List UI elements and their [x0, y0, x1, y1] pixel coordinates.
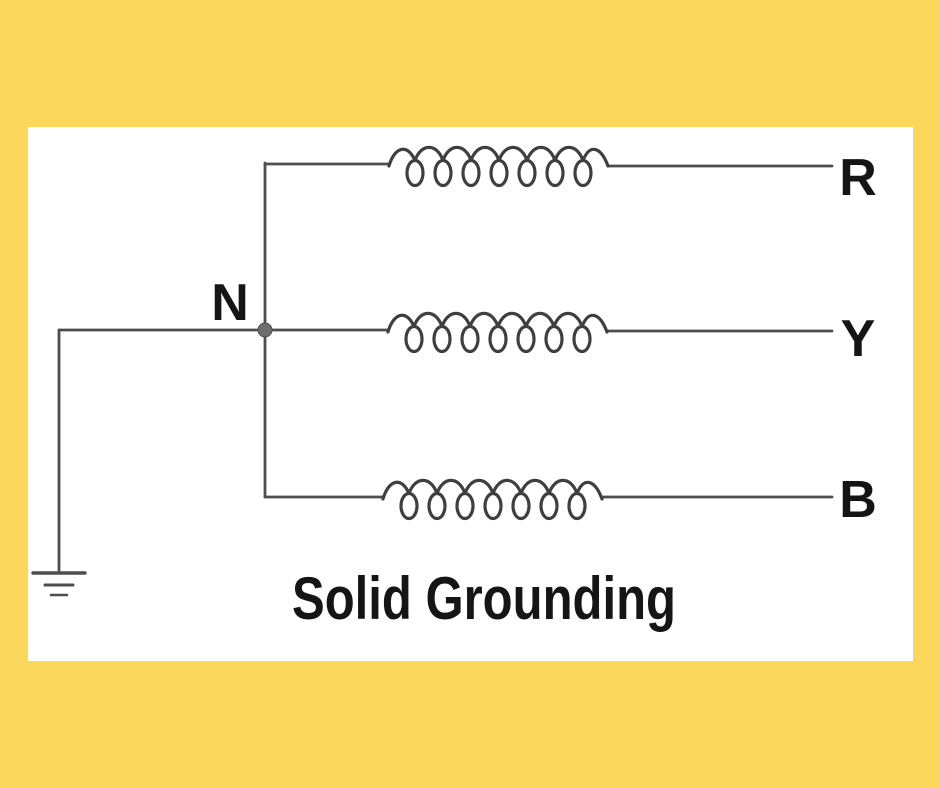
neutral-label: N: [211, 274, 249, 332]
winding-group: [381, 145, 610, 521]
diagram-title: Solid Grounding: [292, 565, 676, 632]
phase-y-winding-icon: [386, 311, 609, 354]
phase-r-label: R: [839, 149, 877, 207]
ground-symbol-icon: [31, 571, 87, 597]
phase-r-winding-icon: [387, 145, 610, 188]
diagram-panel: N R Y B Solid Grounding: [28, 127, 913, 661]
circuit-diagram: N R Y B Solid Grounding: [31, 145, 877, 632]
phase-b-label: B: [839, 471, 877, 529]
neutral-node-dot: [257, 322, 273, 338]
phase-b-winding-icon: [381, 478, 604, 521]
phase-y-label: Y: [841, 310, 876, 368]
